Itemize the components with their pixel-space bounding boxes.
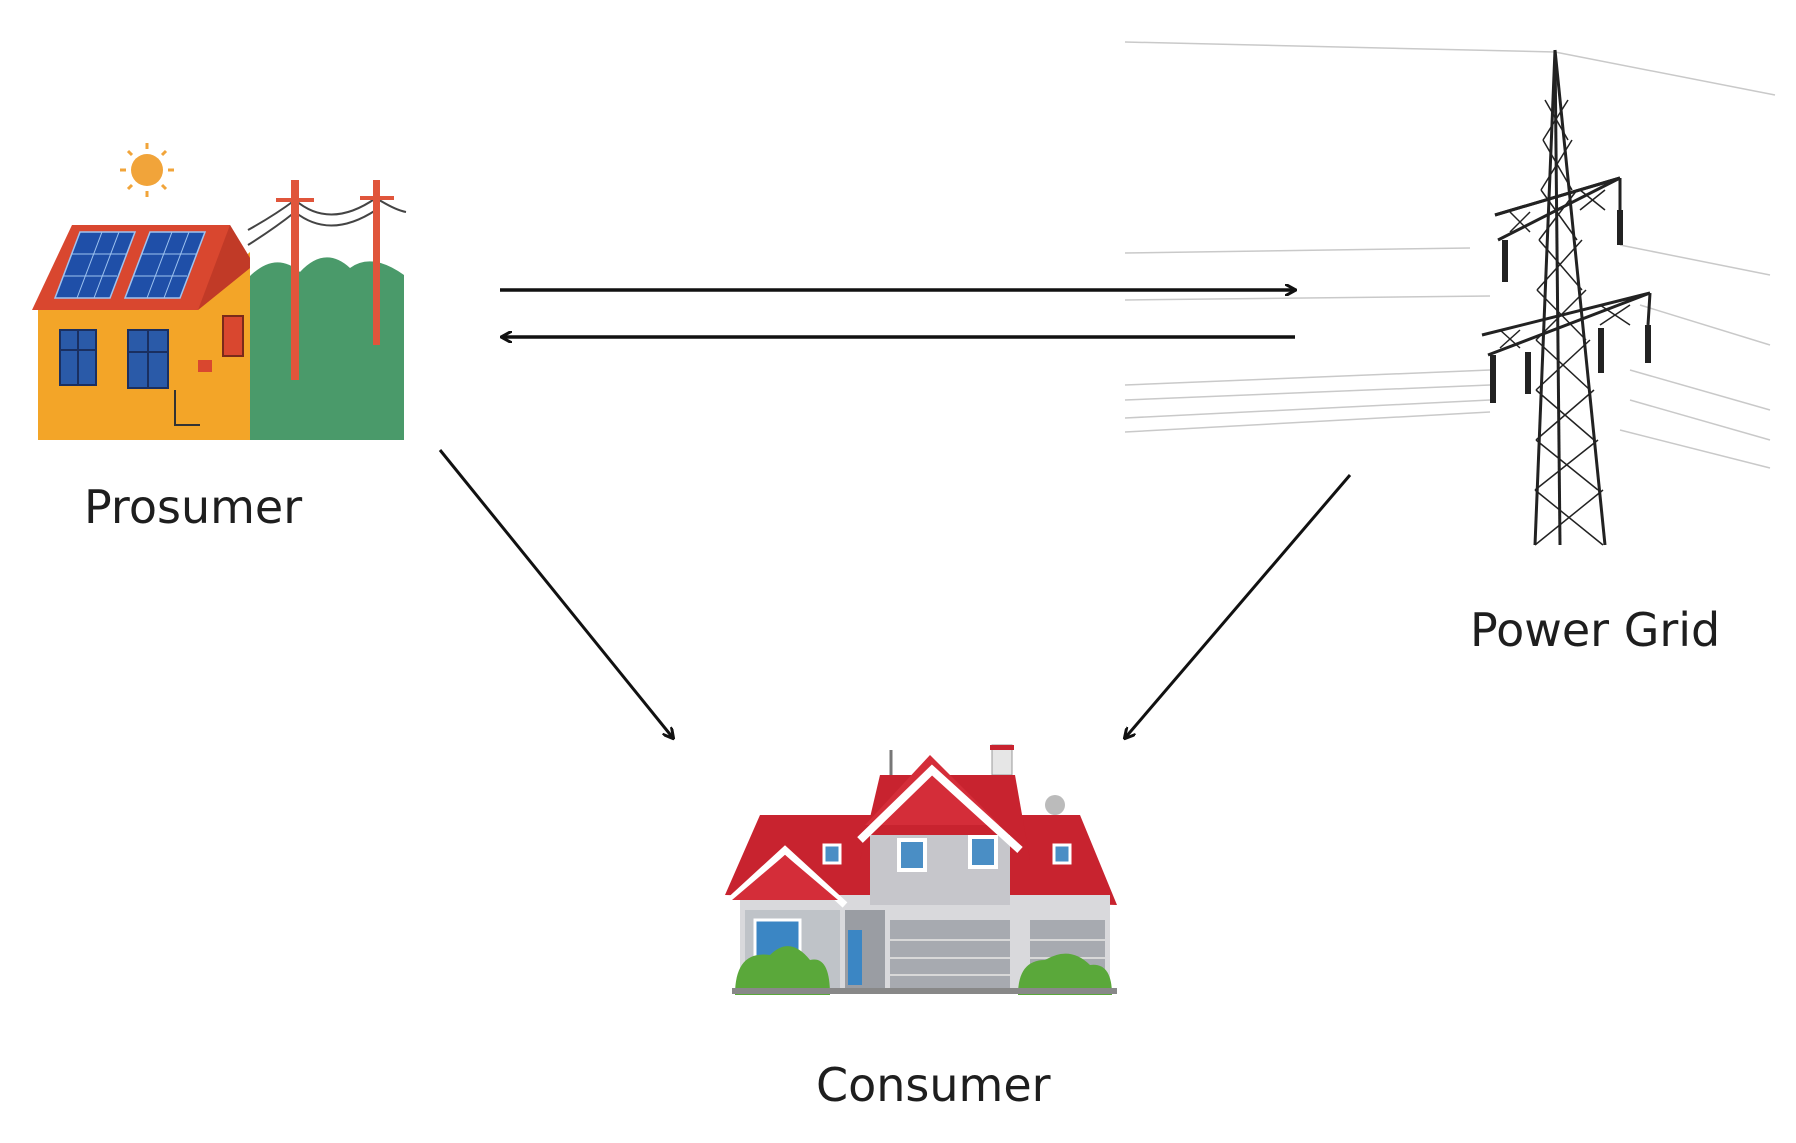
window-icon	[59, 329, 169, 389]
solar-house-icon	[32, 143, 407, 440]
prosumer-label: Prosumer	[84, 480, 303, 534]
power-grid-label: Power Grid	[1470, 603, 1721, 657]
window-icon	[822, 835, 1072, 872]
consumer-label: Consumer	[816, 1058, 1051, 1112]
transmission-tower-icon	[1124, 41, 1776, 546]
edge-prosumer-to-consumer	[438, 449, 673, 738]
house-icon	[722, 744, 1117, 995]
sun-icon	[120, 143, 174, 197]
edge-grid-to-consumer	[1125, 474, 1352, 738]
bush-icon	[735, 946, 1112, 995]
